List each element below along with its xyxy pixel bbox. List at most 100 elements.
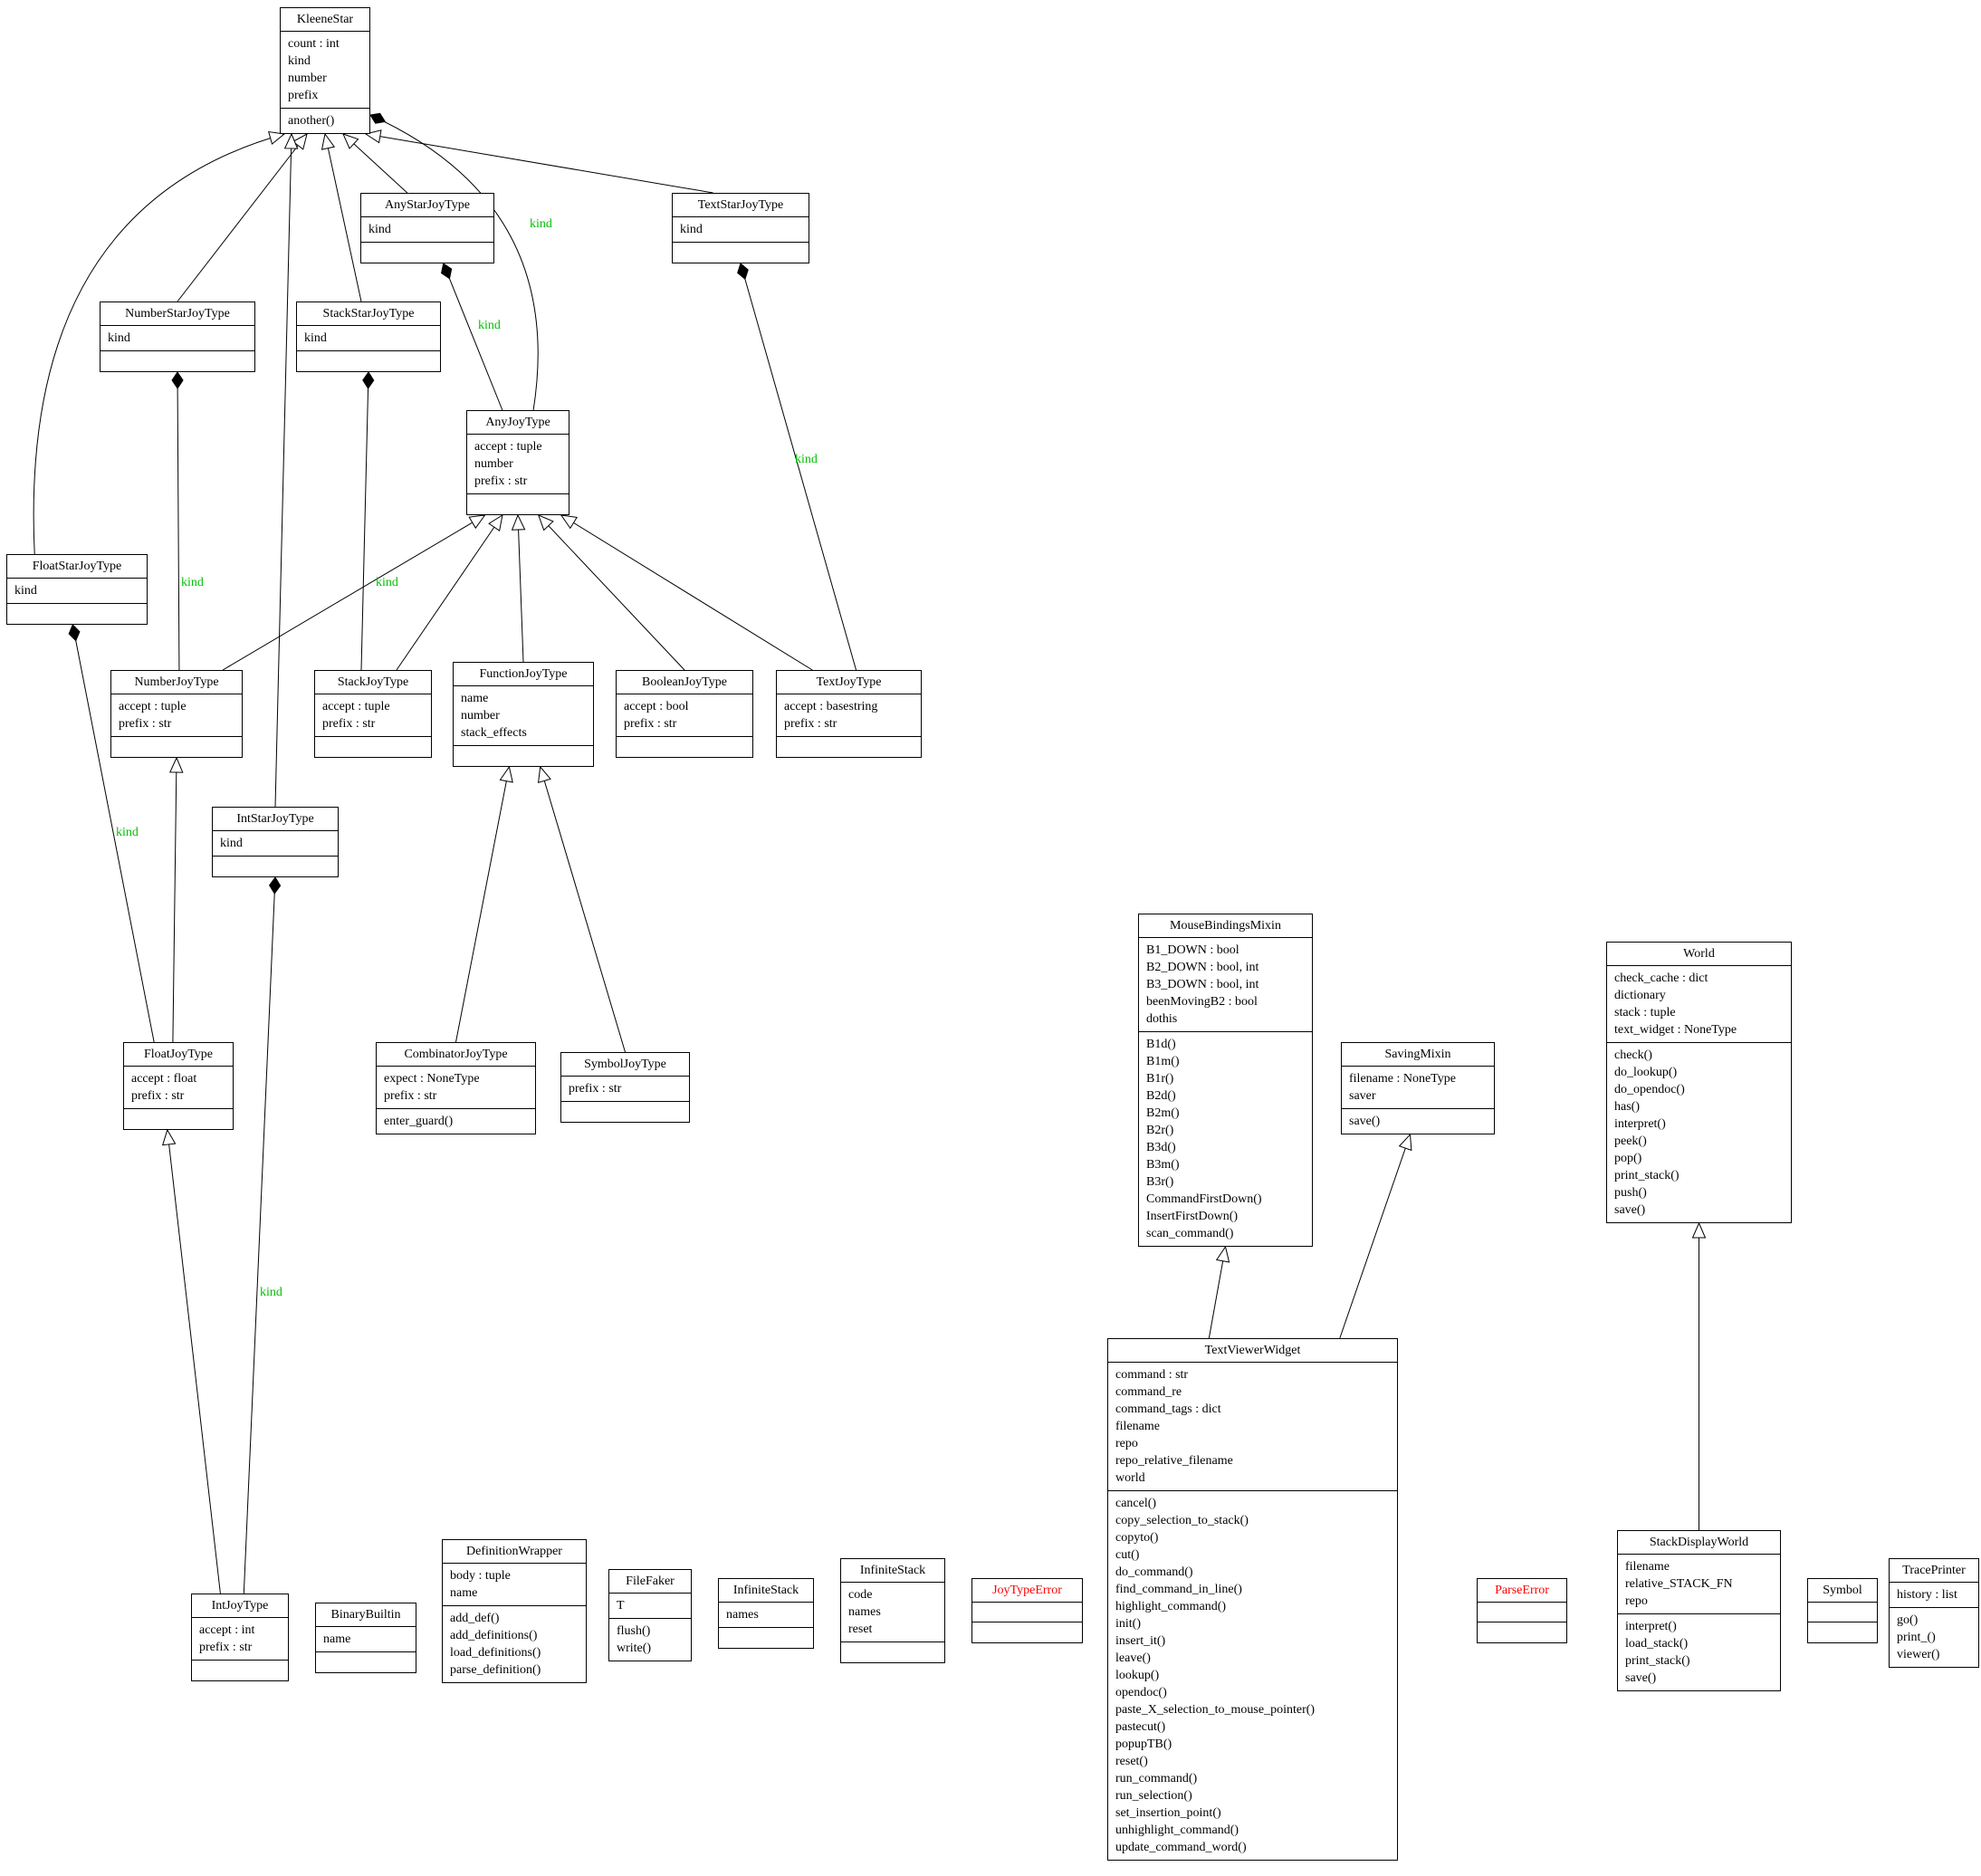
member: print_() <box>1897 1631 1936 1644</box>
member: save() <box>1625 1671 1657 1685</box>
inherits-edge-textviewer-savingmixin <box>1339 1133 1412 1339</box>
class-name: AnyJoyType <box>467 411 569 435</box>
inheritance-arrow-icon <box>169 756 184 773</box>
class-methods: interpret()load_stack()print_stack()save… <box>1618 1614 1780 1690</box>
class-methods <box>454 746 593 766</box>
edge-line <box>243 876 276 1594</box>
member: filename : NoneType <box>1349 1072 1456 1086</box>
member: B3m() <box>1146 1158 1180 1172</box>
class-methods <box>972 1622 1082 1642</box>
inheritance-arrow-icon <box>1215 1245 1230 1263</box>
member: dictionary <box>1614 989 1666 1002</box>
edge-line <box>222 514 485 671</box>
member: name <box>450 1586 478 1600</box>
member: B1_DOWN : bool <box>1146 943 1239 957</box>
class-methods <box>297 351 440 371</box>
member: B2r() <box>1146 1124 1174 1137</box>
member: repo <box>1115 1437 1138 1450</box>
member: reset <box>848 1622 873 1636</box>
class-methods <box>7 604 147 624</box>
edge-line <box>33 133 285 555</box>
edge-line <box>443 263 503 411</box>
class-name: StackDisplayWorld <box>1618 1531 1780 1555</box>
member: prefix <box>288 89 319 102</box>
member: kind <box>680 223 703 236</box>
composition-diamond-icon <box>68 624 81 642</box>
member: name <box>461 692 489 705</box>
member: cut() <box>1115 1548 1140 1562</box>
composition-diamond-icon <box>440 263 453 280</box>
class-methods <box>841 1642 944 1662</box>
class-methods <box>100 351 254 371</box>
inherits-edge-stackstar-kleenestar <box>321 132 362 302</box>
edge-line <box>324 133 362 302</box>
member: prefix : str <box>624 717 677 731</box>
edge-line <box>455 766 510 1043</box>
class-methods <box>1478 1622 1566 1642</box>
member: peek() <box>1614 1134 1647 1148</box>
inheritance-arrow-icon <box>1398 1133 1412 1152</box>
member: save() <box>1614 1203 1646 1217</box>
member: names <box>848 1605 881 1619</box>
class-name: InfiniteStack <box>719 1579 813 1603</box>
member: prefix : str <box>199 1641 253 1654</box>
composition-diamond-icon <box>362 371 375 389</box>
inheritance-arrow-icon <box>560 514 578 530</box>
member: number <box>474 457 513 471</box>
edge-label-kind: kind <box>116 826 139 839</box>
member: repo_relative_filename <box>1115 1454 1233 1468</box>
composition-diamond-icon <box>171 371 184 389</box>
member: kind <box>14 584 37 598</box>
kind-edge-floatjoy-floatstar <box>68 624 155 1043</box>
class-attributes: prefix : str <box>561 1077 689 1102</box>
class-attributes: kind <box>361 217 493 243</box>
kind-edge-numberjoy-numberstar <box>171 371 184 671</box>
member: stack : tuple <box>1614 1006 1676 1019</box>
kind-edge-textjoy-textstar <box>737 263 857 671</box>
inherits-edge-floatstar-kleenestar <box>33 130 286 555</box>
edge-label-kind: kind <box>795 453 818 466</box>
inheritance-arrow-icon <box>1691 1221 1707 1239</box>
member: scan_command() <box>1146 1227 1234 1240</box>
class-name: TracePrinter <box>1890 1559 1978 1583</box>
member: another() <box>288 114 335 128</box>
member: command_tags : dict <box>1115 1402 1221 1416</box>
member: dothis <box>1146 1012 1178 1026</box>
inheritance-arrow-icon <box>292 133 308 150</box>
member: load_definitions() <box>450 1646 541 1660</box>
class-methods <box>673 243 809 263</box>
member: init() <box>1115 1617 1141 1631</box>
edge-label-kind: kind <box>478 319 501 332</box>
member: go() <box>1897 1613 1919 1627</box>
member: code <box>848 1588 873 1602</box>
member: text_widget : NoneType <box>1614 1023 1737 1037</box>
class-methods <box>213 857 338 876</box>
member: push() <box>1614 1186 1647 1200</box>
inherits-edge-anystar-kleenestar <box>342 133 408 194</box>
composition-diamond-icon <box>269 876 282 895</box>
edge-line <box>369 114 539 411</box>
member: flush() <box>617 1624 651 1638</box>
member: run_command() <box>1115 1772 1198 1785</box>
member: prefix : str <box>474 474 528 488</box>
member: save() <box>1349 1115 1381 1128</box>
member: opendoc() <box>1115 1686 1167 1699</box>
class-name: IntJoyType <box>192 1594 288 1618</box>
kind-edge-anyjoy-anystar <box>440 263 503 411</box>
member: popupTB() <box>1115 1737 1172 1751</box>
member: kind <box>220 837 243 850</box>
member: prefix : str <box>322 717 376 731</box>
class-name: NumberJoyType <box>111 671 242 694</box>
class-attributes <box>1808 1603 1877 1622</box>
